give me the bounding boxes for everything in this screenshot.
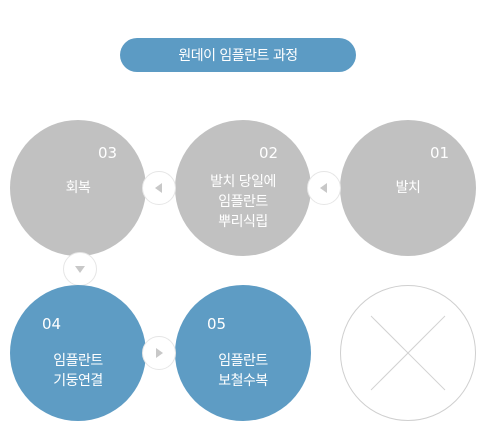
arrow-right-icon	[142, 336, 176, 370]
step-04-abutment: 04 임플란트 기둥연결	[10, 285, 146, 421]
step-number: 02	[259, 144, 279, 162]
step-01-extraction: 01 발치	[340, 120, 476, 256]
step-05-prosthesis: 05 임플란트 보철수복	[175, 285, 311, 421]
step-number: 04	[42, 315, 62, 333]
step-number: 03	[98, 144, 118, 162]
process-title-text: 원데이 임플란트 과정	[178, 48, 298, 64]
cross-icon	[370, 315, 446, 391]
step-label: 발치	[395, 180, 421, 196]
process-title: 원데이 임플란트 과정	[120, 38, 356, 72]
step-number: 05	[207, 315, 227, 333]
step-02-same-day-placement: 02 발치 당일에 임플란트 뿌리식립	[175, 120, 311, 256]
step-label: 임플란트 보철수복	[218, 353, 268, 389]
empty-placeholder-circle	[340, 285, 476, 421]
step-number: 01	[430, 144, 450, 162]
step-label: 임플란트 기둥연결	[53, 353, 103, 389]
arrow-down-icon	[63, 252, 97, 286]
arrow-left-icon	[307, 171, 341, 205]
arrow-left-icon	[142, 171, 176, 205]
step-03-recovery: 03 회복	[10, 120, 146, 256]
step-label: 회복	[65, 180, 91, 196]
step-label: 발치 당일에 임플란트 뿌리식립	[210, 174, 276, 230]
